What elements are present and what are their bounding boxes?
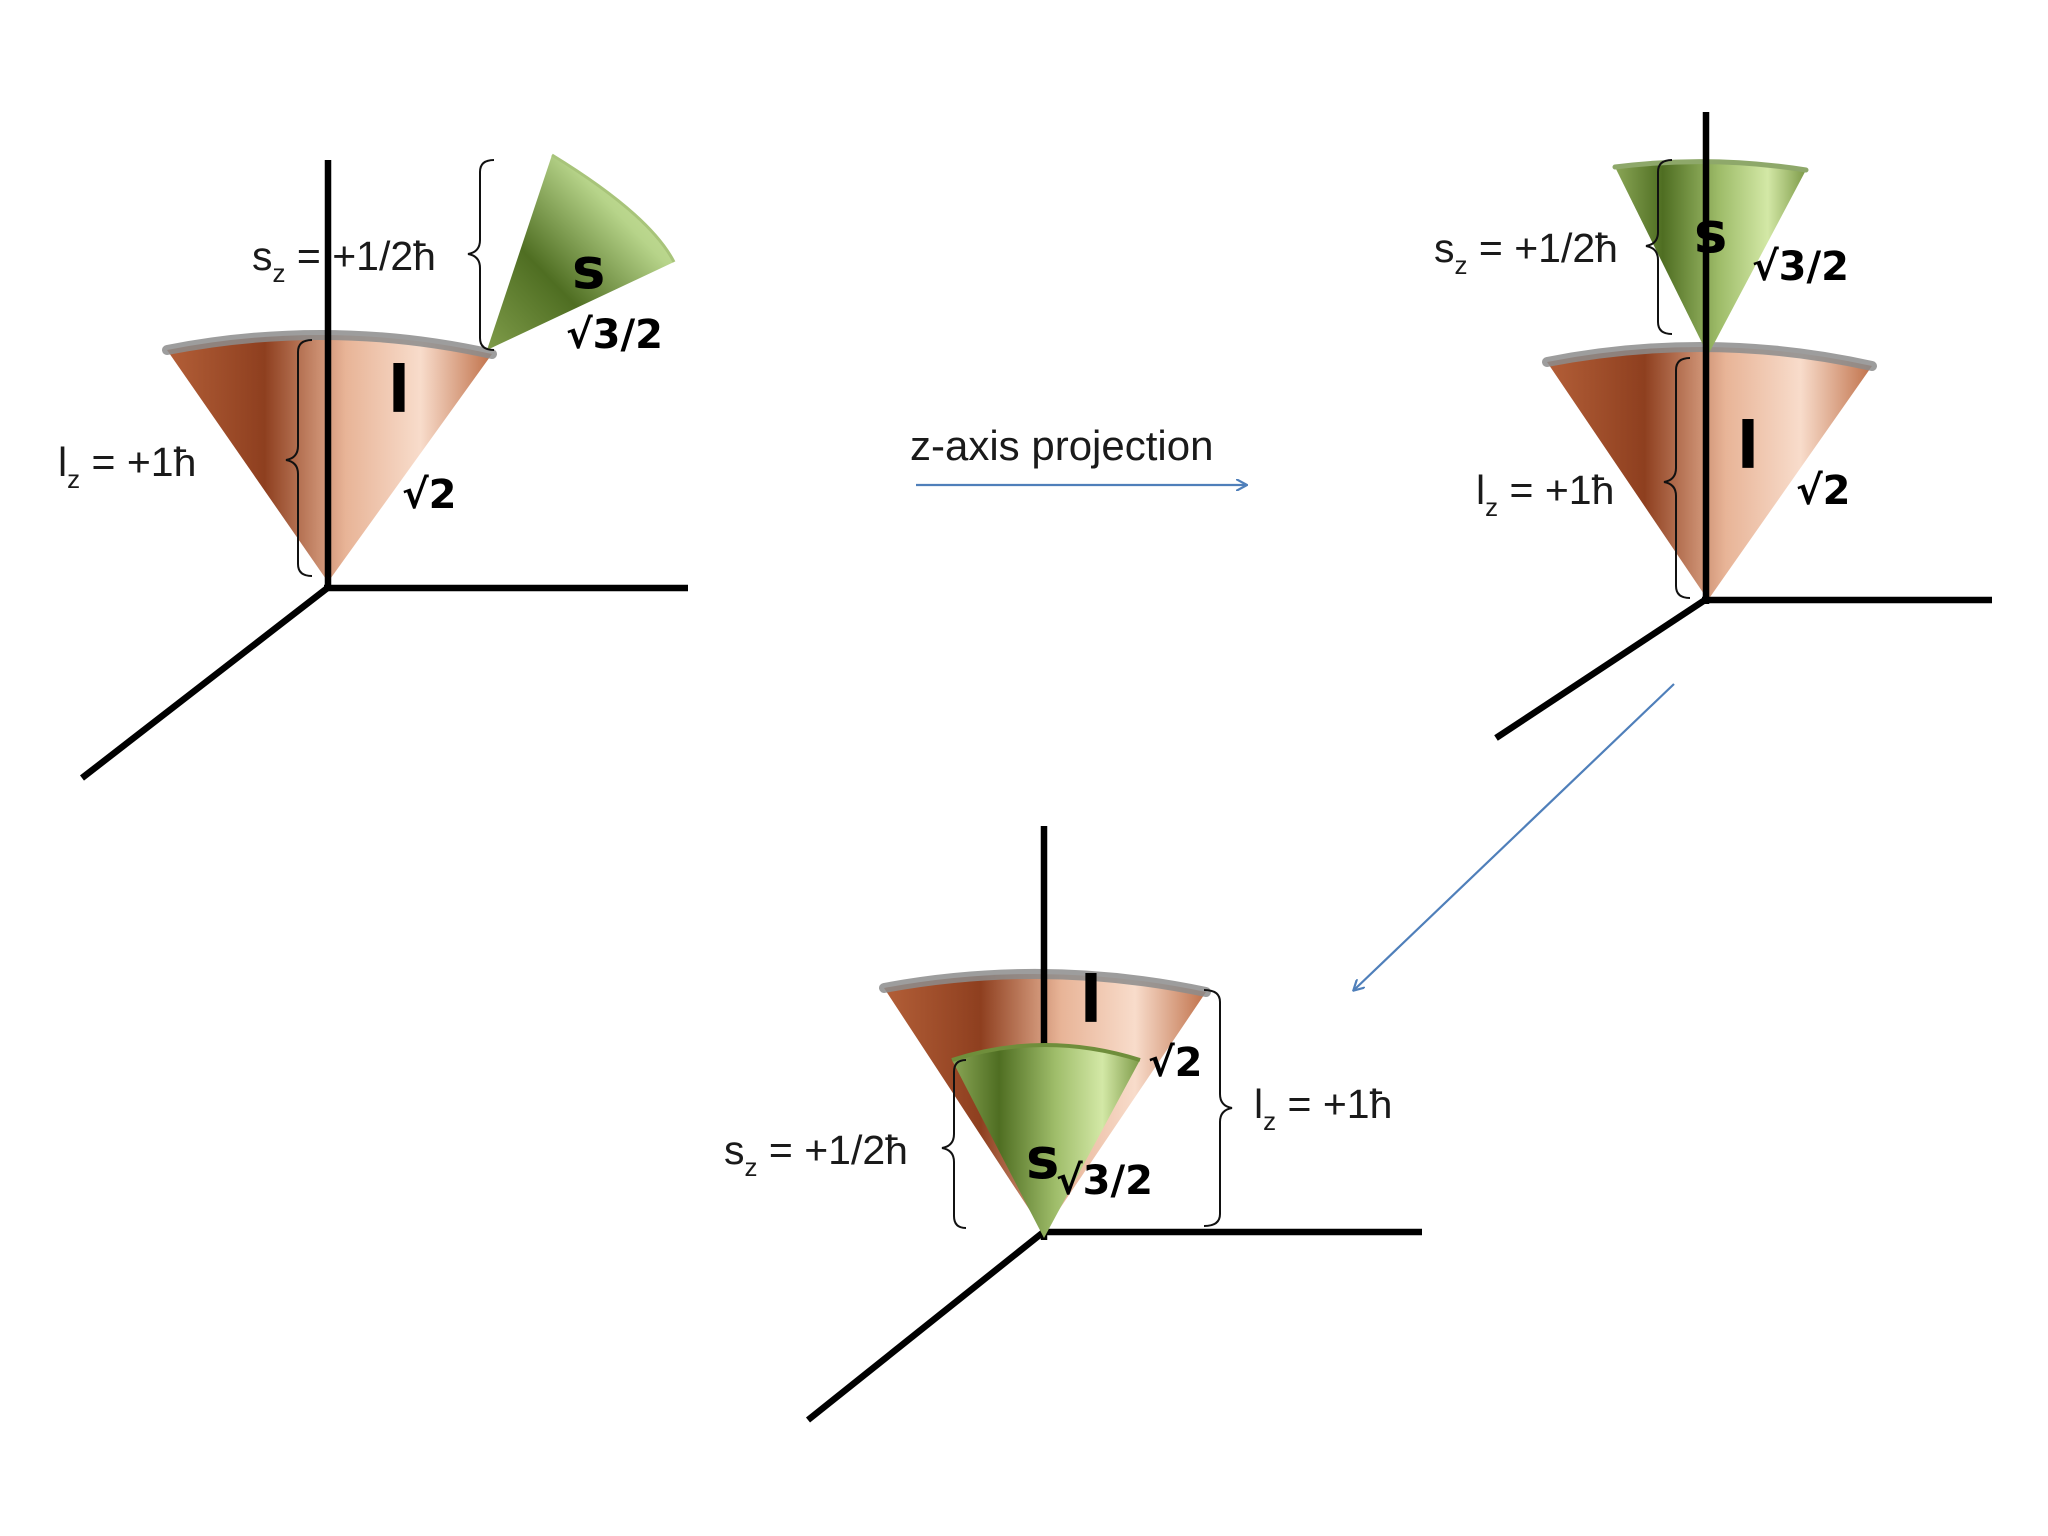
z-axis-projection-transition: z-axis projection [910, 422, 1246, 485]
l-magnitude-label: √2 [1796, 468, 1851, 514]
sz-brace-3 [941, 1059, 967, 1229]
s-magnitude-label: √3/2 [566, 312, 663, 358]
sz-brace-2 [1645, 159, 1673, 335]
s-cone [951, 1043, 1141, 1238]
s-magnitude-label: √3/2 [1752, 244, 1849, 290]
lz-label: lz = +1ħ [58, 439, 196, 494]
axes-2 [1494, 112, 1992, 741]
s-cone [487, 153, 676, 350]
lz-brace-3 [1203, 989, 1233, 1227]
s-vector-label: s [572, 237, 605, 302]
s-vector-label: s [1026, 1127, 1059, 1192]
lz-brace-1 [285, 339, 313, 577]
s-cone [1612, 159, 1809, 355]
lz-brace-2 [1663, 357, 1691, 599]
arrow-down-left-icon [1354, 683, 1675, 990]
l-vector-label: l [1737, 410, 1759, 484]
lz-label: lz = +1ħ [1476, 467, 1614, 522]
l-vector-label: l [388, 354, 410, 428]
sz-label: sz = +1/2ħ [1434, 225, 1618, 280]
sz-brace-1 [467, 159, 495, 351]
lz-label: lz = +1ħ [1254, 1081, 1392, 1136]
s-magnitude-label: √3/2 [1056, 1158, 1153, 1204]
transition-label: z-axis projection [910, 422, 1213, 469]
panel-3: l √2 s √3/2 lz = +1ħ sz = +1/2ħ [724, 826, 1422, 1423]
l-magnitude-label: √2 [1148, 1040, 1203, 1086]
l-vector-label: l [1080, 964, 1102, 1038]
panel-2: l √2 s √3/2 lz = +1ħ sz = +1/2ħ [1434, 112, 1992, 741]
sz-label: sz = +1/2ħ [252, 233, 436, 288]
s-vector-label: s [1694, 201, 1727, 266]
panel-1: l √2 s √3/2 lz = +1ħ sz = +1/2ħ [58, 153, 688, 781]
sz-label: sz = +1/2ħ [724, 1127, 908, 1182]
l-magnitude-label: √2 [402, 472, 457, 518]
axes-1 [80, 160, 688, 781]
